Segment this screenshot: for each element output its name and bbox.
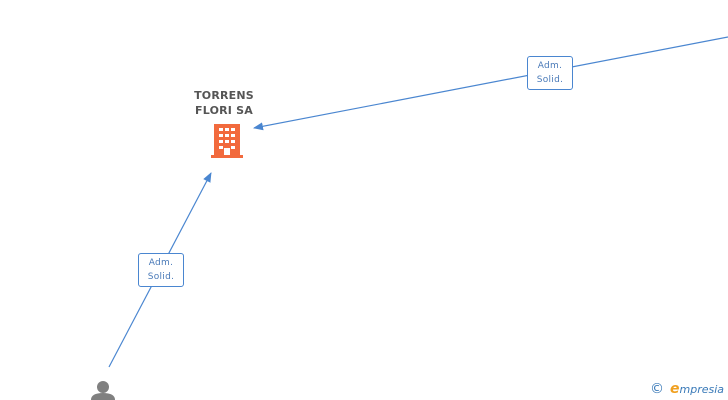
company-name-line2: FLORI SA — [195, 104, 253, 117]
edge-label-line1: Adm. — [537, 61, 563, 71]
company-name-line1: TORRENS — [194, 89, 254, 102]
edge-line-top-right-to-company — [253, 36, 728, 131]
person-icon[interactable] — [90, 380, 116, 400]
company-name[interactable]: TORRENS FLORI SA — [184, 88, 264, 118]
footer-brand: © e mpresia — [650, 380, 724, 398]
edge-label-line1: Adm. — [148, 258, 174, 268]
copyright-icon: © — [650, 381, 664, 397]
edge-label-line2: Solid. — [536, 75, 564, 85]
brand-name: mpresia — [679, 382, 725, 396]
building-icon[interactable] — [211, 124, 243, 165]
edge-label-person[interactable]: Adm. Solid. — [138, 253, 184, 287]
edge-label-line2: Solid. — [147, 272, 175, 282]
edge-label-top-right[interactable]: Adm. Solid. — [527, 56, 573, 90]
brand-initial: e — [670, 381, 680, 397]
